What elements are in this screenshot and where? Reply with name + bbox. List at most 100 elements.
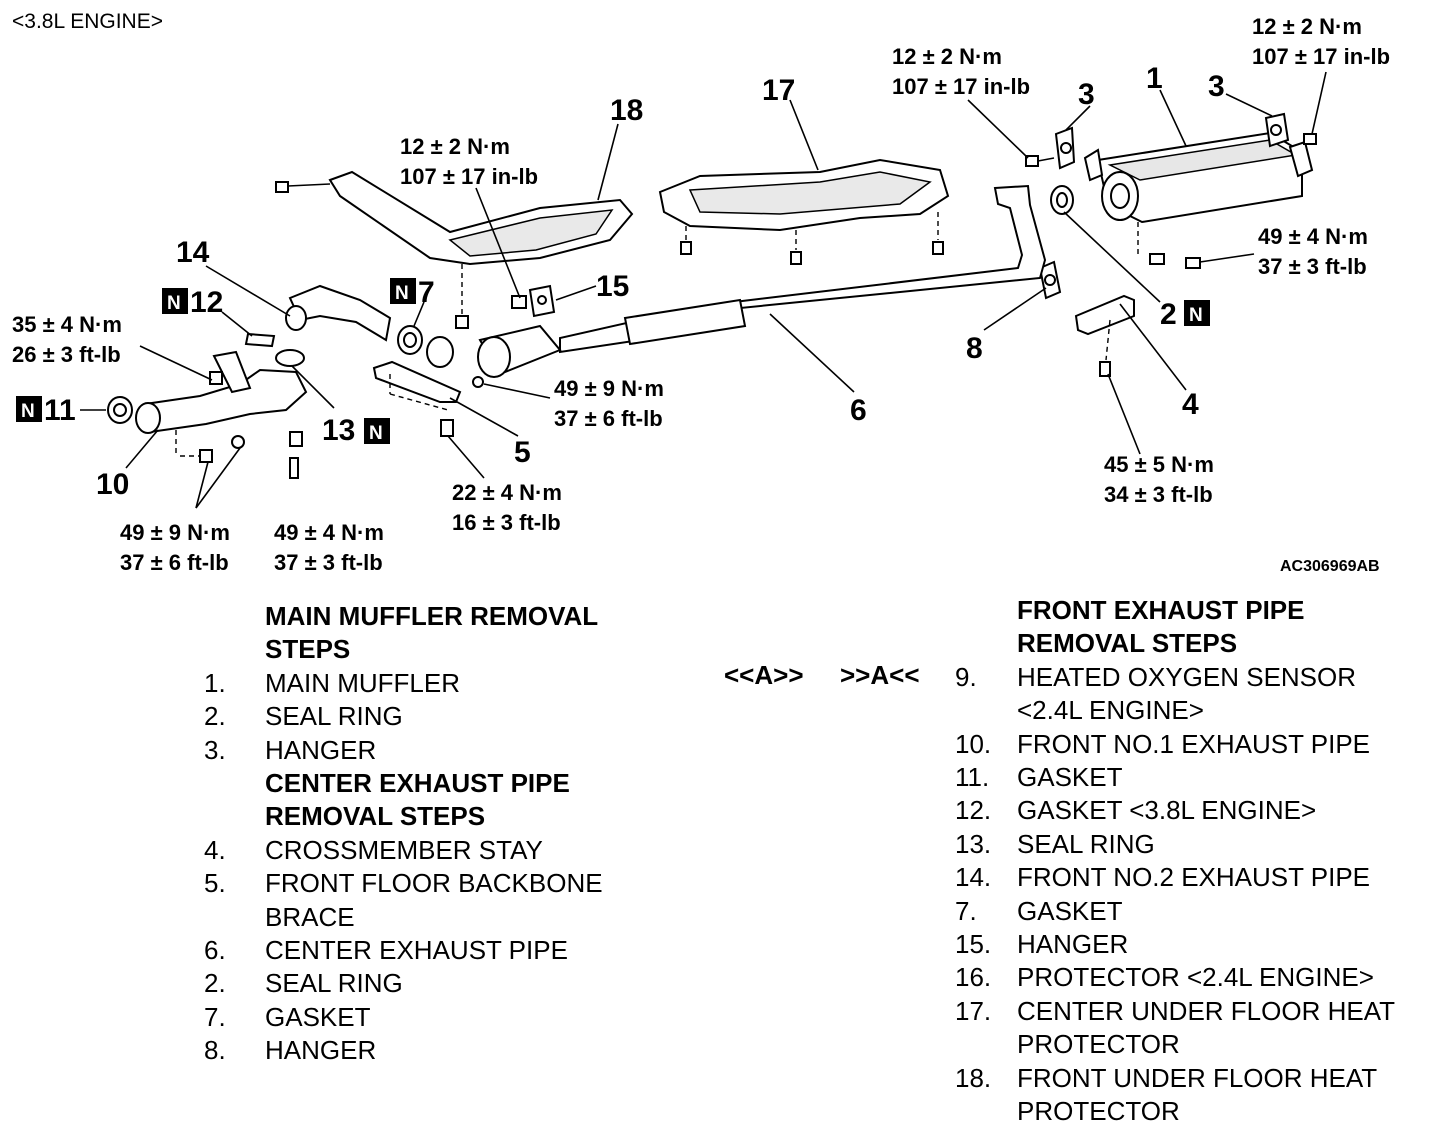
- step-text: HANGER: [265, 734, 377, 765]
- svg-text:37 ± 6 ft-lb: 37 ± 6 ft-lb: [554, 406, 663, 431]
- step-item: <2.4L ENGINE>: [955, 694, 1395, 727]
- step-number: 3.: [204, 734, 226, 765]
- step-text: CENTER EXHAUST PIPE: [265, 935, 568, 966]
- svg-text:16 ± 3 ft-lb: 16 ± 3 ft-lb: [452, 510, 561, 535]
- step-item: 8.HANGER: [204, 1034, 603, 1067]
- step-text: HEATED OXYGEN SENSOR: [1017, 661, 1357, 692]
- step-number: [955, 594, 1017, 627]
- step-number: 2.: [204, 968, 226, 999]
- installation-mark: >>A<<: [840, 660, 920, 690]
- step-number: [955, 694, 1017, 727]
- svg-text:49 ± 4 N·m: 49 ± 4 N·m: [1258, 224, 1368, 249]
- svg-text:49 ± 9 N·m: 49 ± 9 N·m: [120, 520, 230, 545]
- step-text: FRONT UNDER FLOOR HEAT: [1017, 1062, 1378, 1093]
- seal-ring-13-part: [275, 349, 305, 367]
- svg-text:N: N: [369, 423, 383, 444]
- main-muffler-part: [1083, 131, 1314, 224]
- svg-text:37 ± 3 ft-lb: 37 ± 3 ft-lb: [1258, 254, 1367, 279]
- callout-10: 10: [96, 468, 129, 501]
- callout-12: 12: [190, 286, 223, 319]
- step-number: 5.: [204, 868, 226, 899]
- step-item: 9. HEATED OXYGEN SENSOR: [955, 661, 1395, 694]
- svg-text:N: N: [21, 401, 35, 422]
- step-item: 7.GASKET: [204, 1001, 603, 1034]
- callout-1: 1: [1146, 62, 1163, 95]
- svg-text:49 ± 9 N·m: 49 ± 9 N·m: [554, 376, 664, 401]
- step-text: FRONT EXHAUST PIPE: [1017, 595, 1305, 625]
- step-number: [955, 1095, 1017, 1128]
- n-mark-7: [390, 278, 416, 304]
- svg-text:35 ± 4 N·m: 35 ± 4 N·m: [12, 312, 122, 337]
- torque-spec: 12 ± 2 N·m 107 ± 17 in-lb: [1252, 14, 1390, 69]
- step-number: 7.: [204, 1001, 226, 1032]
- step-item: 12.GASKET <3.8L ENGINE>: [955, 794, 1395, 827]
- exhaust-exploded-diagram: <3.8L ENGINE> AC306969AB: [12, 10, 1390, 575]
- drawing-code: AC306969AB: [1280, 558, 1380, 575]
- step-item: 5. FRONT FLOOR BACKBONE: [204, 867, 603, 900]
- step-text: SEAL RING: [265, 968, 403, 999]
- n-mark-11: [16, 396, 42, 422]
- callout-15: 15: [596, 270, 629, 303]
- step-item: 10.FRONT NO.1 EXHAUST PIPE: [955, 728, 1395, 761]
- svg-text:22 ± 4 N·m: 22 ± 4 N·m: [452, 480, 562, 505]
- steps-header: FRONT EXHAUST PIPE: [955, 594, 1395, 627]
- step-item: 14. FRONT NO.2 EXHAUST PIPE: [955, 861, 1395, 894]
- step-item: 18.FRONT UNDER FLOOR HEAT: [955, 1062, 1395, 1095]
- torque-spec: 22 ± 4 N·m 16 ± 3 ft-lb: [452, 480, 562, 535]
- svg-text:37 ± 6 ft-lb: 37 ± 6 ft-lb: [120, 550, 229, 575]
- step-text: <2.4L ENGINE>: [1017, 695, 1204, 726]
- svg-text:34 ± 3 ft-lb: 34 ± 3 ft-lb: [1104, 482, 1213, 507]
- step-text: REMOVAL STEPS: [265, 801, 486, 832]
- step-text: FRONT NO.1 EXHAUST PIPE: [1017, 728, 1371, 759]
- torque-spec: 12 ± 2 N·m 107 ± 17 in-lb: [892, 44, 1030, 99]
- engine-title: <3.8L ENGINE>: [12, 10, 163, 33]
- step-number: 12.: [955, 795, 992, 826]
- svg-text:12 ± 2 N·m: 12 ± 2 N·m: [400, 134, 510, 159]
- step-text: PROTECTOR <2.4L ENGINE>: [1017, 962, 1374, 993]
- svg-text:12 ± 2 N·m: 12 ± 2 N·m: [1252, 14, 1362, 39]
- step-item: PROTECTOR: [955, 1095, 1395, 1128]
- svg-text:49 ± 4 N·m: 49 ± 4 N·m: [274, 520, 384, 545]
- step-number: [955, 1028, 1017, 1061]
- step-number: 9.: [955, 661, 977, 692]
- step-number: 14.: [955, 862, 992, 893]
- gasket-12-part: [244, 332, 276, 348]
- callout-5: 5: [514, 436, 531, 469]
- step-text: GASKET: [1017, 895, 1123, 926]
- step-number: [204, 800, 265, 833]
- step-text: FRONT NO.2 EXHAUST PIPE: [1017, 862, 1371, 893]
- callout-4: 4: [1182, 388, 1199, 421]
- step-item: 17.CENTER UNDER FLOOR HEAT: [955, 995, 1395, 1028]
- step-number: 17.: [955, 995, 992, 1026]
- step-text: MAIN MUFFLER REMOVAL: [265, 601, 599, 631]
- step-number: 15.: [955, 929, 992, 960]
- front-heat-protector-part: [275, 170, 634, 329]
- svg-text:37 ± 3 ft-lb: 37 ± 3 ft-lb: [274, 550, 383, 575]
- steps-header: REMOVAL STEPS: [955, 627, 1395, 660]
- callout-3-left: 3: [1078, 78, 1095, 111]
- step-item: 7.GASKET: [955, 895, 1395, 928]
- step-item: 2. SEAL RING: [204, 967, 603, 1000]
- steps-header: STEPS: [204, 633, 603, 666]
- n-mark-12: [162, 288, 188, 314]
- removal-mark: <<A>>: [724, 660, 804, 690]
- step-number: 8.: [204, 1035, 226, 1066]
- step-item: 6. CENTER EXHAUST PIPE: [204, 934, 603, 967]
- step-text: HANGER: [1017, 929, 1129, 960]
- svg-text:107 ± 17 in-lb: 107 ± 17 in-lb: [1252, 44, 1390, 69]
- torque-spec: 49 ± 9 N·m 37 ± 6 ft-lb: [554, 376, 664, 431]
- step-number: 6.: [204, 935, 226, 966]
- step-text: CROSSMEMBER STAY: [265, 834, 543, 865]
- step-text: FRONT FLOOR BACKBONE: [265, 868, 603, 899]
- step-item: 4.CROSSMEMBER STAY: [204, 834, 603, 867]
- step-text: SEAL RING: [265, 701, 403, 732]
- n-mark-2: [1184, 300, 1210, 326]
- torque-spec: 35 ± 4 N·m 26 ± 3 ft-lb: [12, 312, 122, 367]
- step-text: SEAL RING: [1017, 828, 1155, 859]
- muffler-bolts: [1025, 133, 1317, 269]
- callout-6: 6: [850, 394, 867, 427]
- step-item: 16.PROTECTOR <2.4L ENGINE>: [955, 961, 1395, 994]
- callout-18: 18: [610, 94, 643, 127]
- step-text: MAIN MUFFLER: [265, 667, 460, 698]
